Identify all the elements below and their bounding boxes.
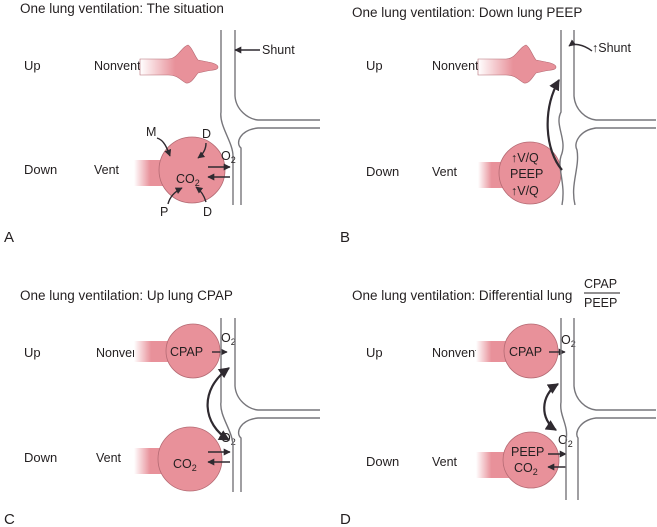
panel-d-flow-arrow: [543, 383, 559, 431]
panel-a-vent-label: Vent: [94, 163, 120, 177]
panel-c-up-o2-label: O2: [221, 331, 236, 347]
panel-b-vessel: [558, 30, 656, 206]
panel-c-up-bronchus: [134, 341, 172, 362]
panel-b-title: One lung ventilation: Down lung PEEP: [352, 5, 582, 20]
panel-a-down-label: Down: [24, 162, 57, 177]
panel-d-vessel: [560, 318, 656, 500]
panel-c-co2-label: CO2: [173, 457, 197, 473]
panel-b-letter: B: [340, 229, 350, 246]
panel-c-cpap-label: CPAP: [170, 345, 203, 359]
panel-d-co2-label: CO2: [514, 461, 538, 477]
panel-a-title: One lung ventilation: The situation: [20, 1, 224, 16]
panel-c-up-lung: [165, 323, 221, 379]
panel-c-flow-arrow: [206, 367, 230, 441]
panel-a-co2-label: CO2: [176, 172, 200, 188]
panel-b-vq-top-label: ↑V/Q: [511, 151, 539, 165]
panel-c-letter: C: [4, 511, 15, 527]
panel-b-nonvent-label: Nonvent: [432, 59, 479, 73]
panel-a-vessel: [220, 30, 320, 205]
panel-c-vent-label: Vent: [96, 451, 122, 465]
panel-a-nonvent-label: Nonvent: [94, 59, 141, 73]
panel-a-nonvent-lung: [139, 44, 219, 84]
panel-a-vent-lung: [158, 136, 226, 204]
panel-d-cpap-label: CPAP: [509, 345, 542, 359]
panel-d-letter: D: [340, 511, 351, 527]
panel-b-flow-diversion-arrow: [546, 79, 563, 171]
panel-d-vent-bronchus: [476, 452, 510, 478]
panel-a-m-label: M: [146, 125, 156, 139]
panel-a: One lung ventilation: The situation Up D…: [4, 1, 320, 246]
panel-b-up-label: Up: [366, 58, 383, 73]
panel-c-vessel: [220, 318, 320, 492]
panel-b-vent-label: Vent: [432, 165, 458, 179]
panel-d-up-o2-label: O2: [561, 333, 576, 349]
panel-a-d-top-label: D: [202, 127, 211, 141]
panel-a-d-bottom-arrow: [195, 186, 207, 203]
panel-d-up-lung: [503, 323, 559, 379]
panel-d-up-bronchus: [476, 341, 510, 362]
panel-a-o2-label: O2: [221, 149, 236, 165]
panel-d-down-label: Down: [366, 454, 399, 469]
panel-a-up-label: Up: [24, 58, 41, 73]
panel-a-letter: A: [4, 229, 14, 246]
panel-b-shunt-arrow: [568, 39, 593, 52]
panel-a-p-label: P: [160, 205, 168, 219]
panel-d-fraction-bottom: PEEP: [584, 296, 617, 310]
panel-d-nonvent-label: Nonvent: [432, 346, 479, 360]
panel-d-title: One lung ventilation: Differential lung: [352, 288, 572, 303]
panel-c-nonvent-label: Nonvent: [96, 346, 143, 360]
panel-d-vent-label: Vent: [432, 455, 458, 469]
panel-b-shunt-label: ↑Shunt: [592, 41, 631, 55]
panel-a-p-arrow: [167, 187, 183, 205]
panel-a-d-bottom-label: D: [203, 205, 212, 219]
panel-d-up-label: Up: [366, 345, 383, 360]
panel-c: One lung ventilation: Up lung CPAP Up Do…: [4, 288, 320, 527]
panel-b: One lung ventilation: Down lung PEEP Up …: [340, 5, 656, 246]
panel-d-peep-label: PEEP: [511, 445, 544, 459]
panel-a-m-arrow: [156, 137, 172, 157]
panel-c-down-label: Down: [24, 450, 57, 465]
panel-d: One lung ventilation: Differential lung …: [340, 277, 656, 527]
panel-b-nonvent-lung: [477, 44, 557, 84]
panel-d-down-o2-label: O2: [558, 433, 573, 449]
panel-d-fraction-top: CPAP: [584, 277, 617, 291]
panel-b-peep-label: PEEP: [510, 167, 543, 181]
panel-c-up-label: Up: [24, 345, 41, 360]
panel-a-shunt-label: Shunt: [262, 43, 295, 57]
panel-d-vent-lung: [502, 431, 560, 489]
panel-c-vent-lung: [157, 426, 223, 492]
panel-a-d-top-arrow: [197, 142, 207, 159]
panel-c-title: One lung ventilation: Up lung CPAP: [20, 288, 233, 303]
panel-b-vq-bottom-label: ↑V/Q: [511, 184, 539, 198]
panel-b-down-label: Down: [366, 164, 399, 179]
